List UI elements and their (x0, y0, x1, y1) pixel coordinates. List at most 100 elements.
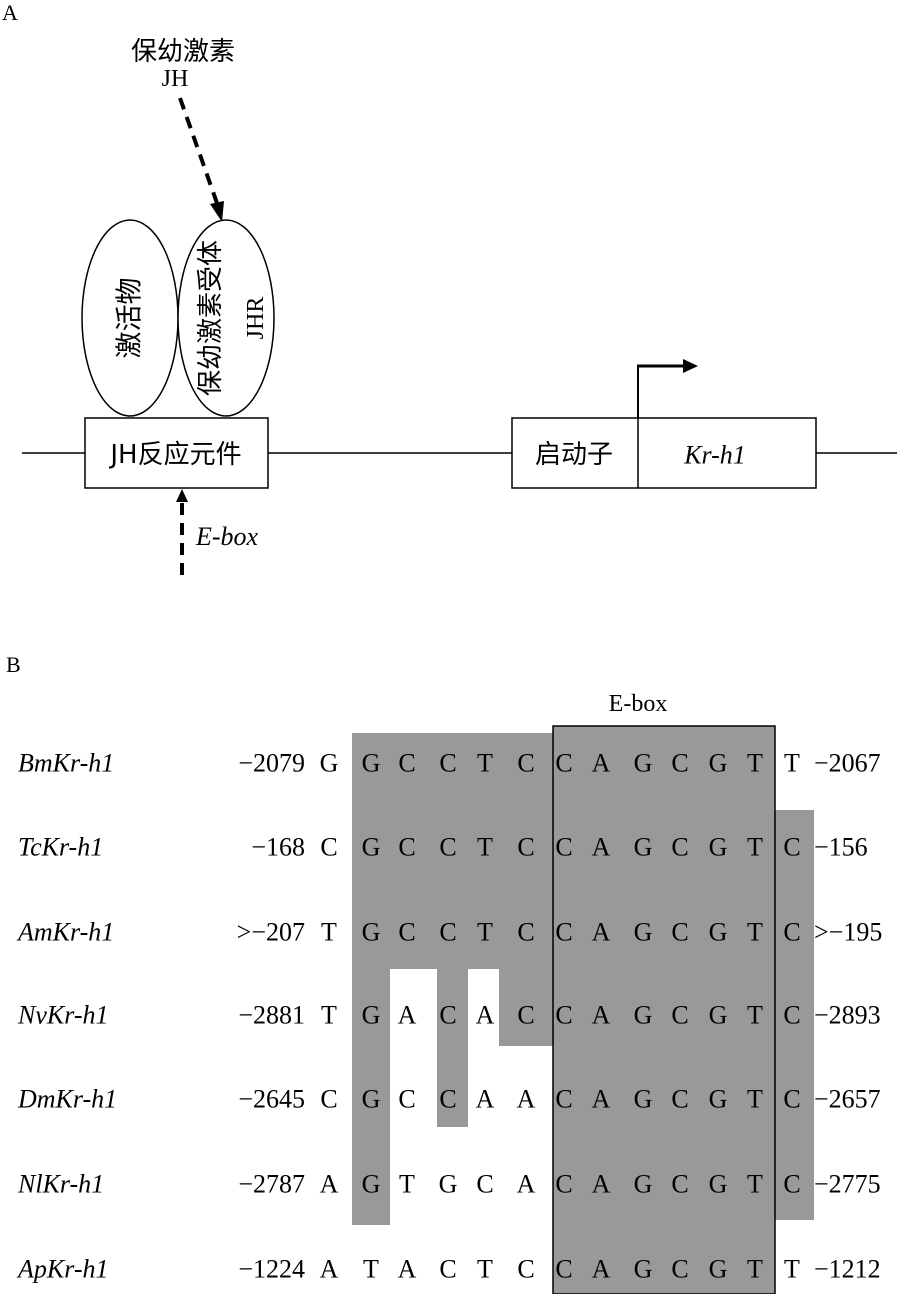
nucleotide: T (747, 833, 763, 862)
end-position: −2067 (814, 749, 881, 778)
nucleotide: T (747, 749, 763, 778)
nucleotide: A (476, 1001, 495, 1030)
nucleotide: C (517, 749, 534, 778)
nucleotide: C (398, 833, 415, 862)
nucleotide: T (363, 1255, 379, 1284)
start-position: −2079 (238, 749, 305, 778)
hormone-arrow-head (210, 201, 224, 222)
promoter-label: 启动子 (535, 440, 613, 470)
nucleotide: G (709, 918, 728, 947)
nucleotide: C (439, 1255, 456, 1284)
shade-ebox-core (553, 726, 775, 1294)
nucleotide: C (439, 833, 456, 862)
nucleotide: C (671, 749, 688, 778)
nucleotide: G (634, 833, 653, 862)
end-position: −1212 (814, 1255, 881, 1284)
tss-arrow-icon (683, 359, 698, 373)
ebox-box-label: E-box (609, 691, 668, 717)
nucleotide: T (747, 1255, 763, 1284)
nucleotide: C (320, 833, 337, 862)
shade-col-last (775, 810, 814, 1220)
gene-label: Kr-h1 (683, 441, 746, 470)
nucleotide: G (439, 1170, 458, 1199)
start-position: −1224 (238, 1255, 305, 1284)
nucleotide: C (671, 833, 688, 862)
nucleotide: C (439, 918, 456, 947)
activator-label: 激活物 (115, 278, 146, 359)
nucleotide: G (709, 1085, 728, 1114)
nucleotide: C (671, 1085, 688, 1114)
gene-name: BmKr-h1 (18, 749, 114, 778)
nucleotide: T (747, 1001, 763, 1030)
nucleotide: G (634, 749, 653, 778)
nucleotide: C (320, 1085, 337, 1114)
hormone-arrow-shaft (178, 97, 220, 207)
panel-b-label: B (6, 652, 21, 677)
nucleotide: C (555, 1255, 572, 1284)
start-position: >−207 (237, 918, 305, 947)
nucleotide: T (477, 749, 493, 778)
nucleotide: C (555, 918, 572, 947)
nucleotide: A (517, 1085, 536, 1114)
response-element-label: JH反应元件 (108, 440, 241, 470)
shade-col-c3 (499, 733, 553, 1046)
nucleotide: C (671, 1001, 688, 1030)
ebox-label: E-box (195, 522, 259, 551)
gene-name: ApKr-h1 (16, 1255, 108, 1284)
nucleotide: A (476, 1085, 495, 1114)
nucleotide: C (517, 918, 534, 947)
gene-name: AmKr-h1 (16, 918, 114, 947)
end-position: −2775 (814, 1170, 881, 1199)
gene-box (511, 417, 817, 489)
nucleotide: C (671, 1255, 688, 1284)
start-position: −2787 (238, 1170, 305, 1199)
nucleotide: G (362, 749, 381, 778)
nucleotide: C (398, 918, 415, 947)
start-position: −2645 (238, 1085, 305, 1114)
nucleotide: A (320, 1170, 339, 1199)
nucleotide: T (747, 918, 763, 947)
nucleotide: T (784, 749, 800, 778)
nucleotide: T (477, 1255, 493, 1284)
nucleotide: G (634, 1170, 653, 1199)
nucleotide: G (709, 833, 728, 862)
nucleotide: G (709, 1255, 728, 1284)
ebox-arrow-head (176, 489, 188, 502)
nucleotide: G (362, 1085, 381, 1114)
nucleotide: C (671, 1170, 688, 1199)
nucleotide: G (362, 1001, 381, 1030)
hormone-name: 保幼激素 (131, 37, 235, 67)
nucleotide: A (592, 918, 611, 947)
nucleotide: C (783, 1001, 800, 1030)
nucleotide: C (517, 1001, 534, 1030)
nucleotide: G (362, 1170, 381, 1199)
nucleotide: G (634, 1085, 653, 1114)
start-position: −2881 (238, 1001, 305, 1030)
nucleotide: G (634, 918, 653, 947)
nucleotide: C (555, 1170, 572, 1199)
shade-col-c2 (437, 733, 468, 1127)
nucleotide: G (320, 749, 339, 778)
gene-name: DmKr-h1 (17, 1085, 117, 1114)
nucleotide: A (320, 1255, 339, 1284)
gene-name: NvKr-h1 (17, 1001, 108, 1030)
nucleotide: G (709, 1170, 728, 1199)
nucleotide: G (634, 1001, 653, 1030)
start-position: −168 (251, 833, 305, 862)
gene-name: TcKr-h1 (18, 833, 103, 862)
nucleotide: C (783, 918, 800, 947)
nucleotide: G (709, 1001, 728, 1030)
nucleotide: A (398, 1001, 417, 1030)
end-position: −156 (814, 833, 868, 862)
receptor-name: 保幼激素受体 (196, 240, 226, 396)
response-element-box (84, 417, 269, 489)
nucleotide: T (477, 918, 493, 947)
gene-name: NlKr-h1 (17, 1170, 104, 1199)
